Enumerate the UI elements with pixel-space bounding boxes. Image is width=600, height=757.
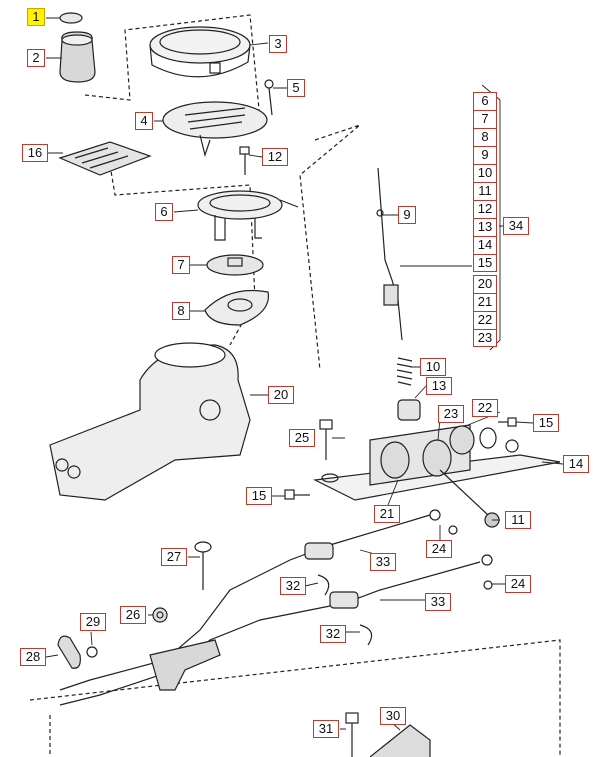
callout-16[interactable]: 16 [22,144,48,162]
part-bearing-plate [204,289,270,326]
part-knob [59,31,96,83]
stack-callout[interactable]: 6 [473,92,497,110]
callout-13[interactable]: 13 [426,377,452,395]
callout-28[interactable]: 28 [20,648,46,666]
callout-32-lower[interactable]: 32 [320,625,346,643]
callout-1[interactable]: 1 [27,8,45,26]
callout-25[interactable]: 25 [289,429,315,447]
callout-15-right[interactable]: 15 [533,414,559,432]
callout-9[interactable]: 9 [398,206,416,224]
callout-8[interactable]: 8 [172,302,190,320]
part-gasket [58,141,152,176]
callout-27[interactable]: 27 [161,548,187,566]
part-screw-5 [264,79,274,116]
part-cables [59,509,493,706]
callout-15-left[interactable]: 15 [246,487,272,505]
part-base-plate [312,424,561,501]
callout-33-lower[interactable]: 33 [425,593,451,611]
callout-4[interactable]: 4 [135,112,153,130]
callout-30[interactable]: 30 [380,707,406,725]
part-boot-plate [162,101,268,158]
callout-7[interactable]: 7 [172,256,190,274]
callout-31[interactable]: 31 [313,720,339,738]
part-bracket-30 [369,724,431,757]
part-clip-a [317,574,330,596]
part-housing [49,342,251,501]
part-grommet-28 [57,635,81,669]
part-trim-ring [149,26,251,78]
part-cable-bracket [149,639,221,691]
part-nut-26 [152,607,168,623]
part-bolt-27 [194,541,212,590]
callout-20[interactable]: 20 [268,386,294,404]
callout-34[interactable]: 34 [503,217,529,235]
stack-callout[interactable]: 15 [473,254,497,272]
part-bolt-25 [319,419,339,483]
group-frame-top [84,14,261,121]
parts-callout-stack: 6 7 8 9 10 11 12 13 14 15 [473,92,499,272]
callout-5[interactable]: 5 [287,79,305,97]
part-screw-15a [498,417,517,427]
part-washer-b [483,580,493,590]
callout-33-upper[interactable]: 33 [370,553,396,571]
callout-29[interactable]: 29 [80,613,106,631]
callout-24-upper[interactable]: 24 [426,540,452,558]
callout-26[interactable]: 26 [120,606,146,624]
group-frame-bottom [29,639,561,757]
callout-23[interactable]: 23 [438,405,464,423]
callout-6[interactable]: 6 [155,203,173,221]
stack-callout[interactable]: 7 [473,110,497,128]
part-bushing [397,399,421,421]
callout-10[interactable]: 10 [420,358,446,376]
callout-12[interactable]: 12 [262,148,288,166]
stack-callout[interactable]: 14 [473,236,497,254]
callout-14[interactable]: 14 [563,455,589,473]
stack-callout[interactable]: 8 [473,128,497,146]
callout-11[interactable]: 11 [505,511,531,529]
stack-callout[interactable]: 12 [473,200,497,218]
leader-lines [45,17,564,731]
stack-callout[interactable]: 11 [473,182,497,200]
part-screw-12 [239,146,250,175]
stack-callout[interactable]: 22 [473,311,497,329]
part-screw-15b [284,489,310,500]
part-guide-plate [206,254,264,276]
callout-32-upper[interactable]: 32 [280,577,306,595]
part-cap [59,12,83,24]
callout-3[interactable]: 3 [269,35,287,53]
stack-callout[interactable]: 21 [473,293,497,311]
part-clip-29 [86,646,98,658]
stack-callout[interactable]: 10 [473,164,497,182]
group-frame-right [299,124,361,371]
part-spring [396,357,413,386]
stack-callout[interactable]: 13 [473,218,497,236]
parts-callout-stack-lower: 20 21 22 23 [473,275,499,347]
callout-2[interactable]: 2 [27,49,45,67]
stack-callout[interactable]: 20 [473,275,497,293]
callout-21[interactable]: 21 [374,505,400,523]
part-shift-lever [376,167,403,341]
stack-callout[interactable]: 23 [473,329,497,347]
callout-22[interactable]: 22 [472,399,498,417]
part-bracket [197,190,299,241]
stack-callout[interactable]: 9 [473,146,497,164]
callout-24-lower[interactable]: 24 [505,575,531,593]
part-washer-a [448,525,458,535]
part-bolt-31 [345,712,359,757]
part-clip-b [359,624,373,646]
